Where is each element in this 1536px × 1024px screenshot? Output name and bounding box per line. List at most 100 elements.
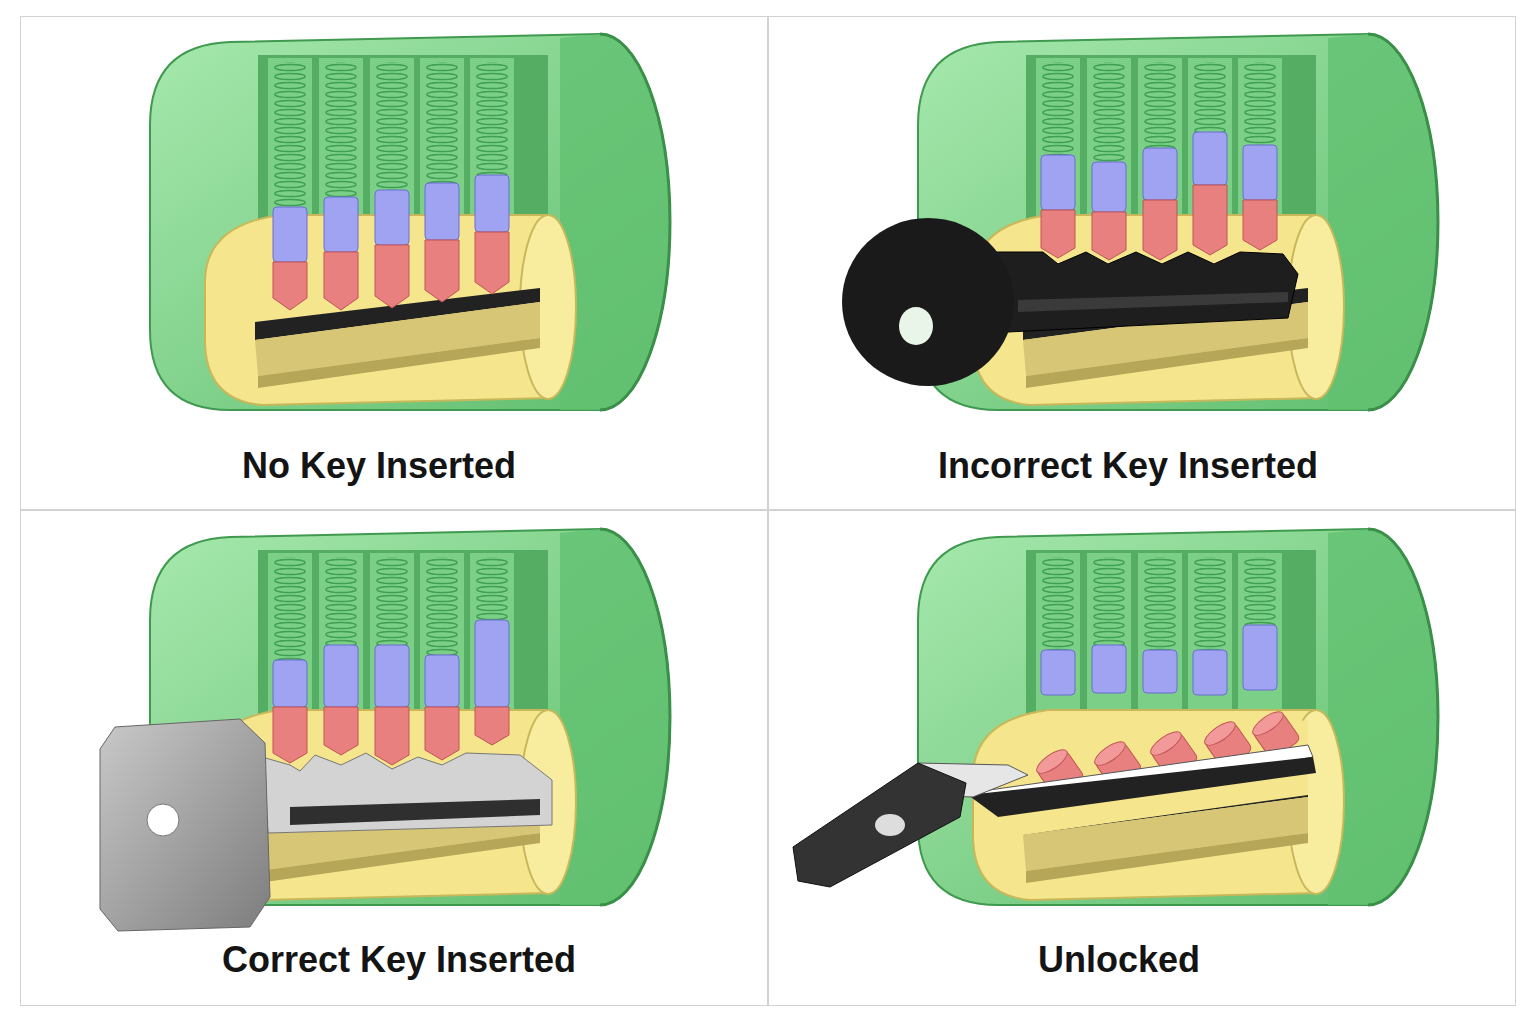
key-pin-end: [1201, 717, 1239, 749]
key-blade: [262, 753, 552, 833]
spring: [1143, 62, 1177, 148]
pin-stack: [475, 62, 509, 294]
pin-stack: [475, 557, 509, 745]
spring: [324, 557, 358, 645]
spring: [1243, 557, 1277, 625]
pin-stack: [1143, 557, 1177, 693]
driver-pin: [1243, 145, 1277, 200]
key-hole: [147, 804, 179, 836]
spring: [1092, 62, 1126, 162]
pin-stack: [1243, 557, 1277, 690]
driver-pin: [1092, 162, 1126, 212]
driver-pin: [475, 175, 509, 232]
pin-stack: [375, 62, 409, 308]
panel-cell: Unlocked: [768, 510, 1516, 1006]
pin-stack: [1243, 62, 1277, 250]
key-pin: [1243, 200, 1277, 250]
pin-stack: [1193, 557, 1227, 695]
key-pin-end: [1091, 737, 1129, 769]
spring: [1193, 62, 1227, 132]
key-pin: [273, 262, 307, 310]
key-hole: [875, 814, 905, 836]
lock-panel: [842, 34, 1438, 410]
pin-stack: [1193, 62, 1227, 255]
panel-cell: Correct Key Inserted: [20, 510, 768, 1006]
spring: [475, 62, 509, 175]
spring: [1143, 557, 1177, 650]
pin-stack: [1092, 62, 1126, 260]
lock-panel: [100, 529, 670, 931]
spring: [273, 557, 307, 660]
pin-stack: [1092, 557, 1126, 693]
pin-stack: [425, 557, 459, 760]
spring: [375, 62, 409, 190]
driver-pin: [273, 660, 307, 707]
key-groove: [290, 799, 540, 825]
driver-pin: [375, 645, 409, 707]
key-blade: [993, 252, 1298, 332]
pin-stack: [273, 62, 307, 310]
driver-pin: [375, 190, 409, 245]
spring: [475, 557, 509, 620]
driver-pin: [1041, 650, 1075, 695]
panel-caption: Unlocked: [1038, 930, 1200, 990]
pin-stack: [324, 557, 358, 755]
driver-pin: [1092, 645, 1126, 693]
spring: [1041, 557, 1075, 650]
lock-panel: [150, 34, 670, 410]
key-groove: [968, 757, 1316, 817]
key-pin: [1193, 185, 1227, 255]
key-hole: [899, 307, 933, 345]
key-pin: [324, 707, 358, 755]
pin-stack: [273, 557, 307, 763]
driver-pin: [1041, 155, 1075, 210]
panel-caption: Correct Key Inserted: [222, 930, 576, 990]
pin-stack: [1143, 62, 1177, 260]
driver-pin: [1143, 148, 1177, 200]
pin-stack: [1041, 557, 1075, 695]
key-pin: [273, 707, 307, 763]
spring: [324, 62, 358, 197]
key-pin: [1092, 212, 1126, 260]
spring: [273, 62, 307, 207]
key-bow: [100, 719, 270, 931]
driver-pin: [1193, 132, 1227, 185]
driver-pin: [1193, 650, 1227, 695]
driver-pin: [273, 207, 307, 262]
driver-pin: [475, 620, 509, 707]
key-pin-end: [1033, 745, 1071, 777]
key-pin: [425, 707, 459, 760]
pin-stack: [324, 62, 358, 310]
panel-cell: No Key Inserted: [20, 16, 768, 510]
key-pin: [1041, 210, 1075, 258]
spring: [425, 557, 459, 655]
pin-stack: [375, 557, 409, 765]
key-groove: [1018, 292, 1288, 312]
spring: [1092, 557, 1126, 645]
key-bow: [793, 763, 966, 887]
spring: [425, 62, 459, 183]
key-pin-end: [1249, 707, 1287, 739]
lock-panel: [793, 529, 1438, 905]
spring: [1041, 62, 1075, 155]
driver-pin: [324, 645, 358, 707]
panel-caption: Incorrect Key Inserted: [938, 436, 1318, 496]
pin-stack: [425, 62, 459, 302]
driver-pin: [425, 655, 459, 707]
driver-pin: [425, 183, 459, 240]
pin-stack: [1041, 62, 1075, 258]
spring: [1193, 557, 1227, 650]
key-pin-end: [1147, 727, 1185, 759]
spring: [1243, 62, 1277, 145]
lock-cylinder: [918, 34, 1438, 410]
driver-pin: [324, 197, 358, 252]
key-bow: [842, 218, 1014, 386]
key-pin: [1143, 200, 1177, 260]
key-pin: [475, 232, 509, 294]
lock-cylinder: [918, 529, 1438, 905]
driver-pin: [1143, 650, 1177, 693]
key-pin: [475, 707, 509, 745]
lock-cylinder: [150, 34, 670, 410]
panel-caption: No Key Inserted: [242, 436, 516, 496]
